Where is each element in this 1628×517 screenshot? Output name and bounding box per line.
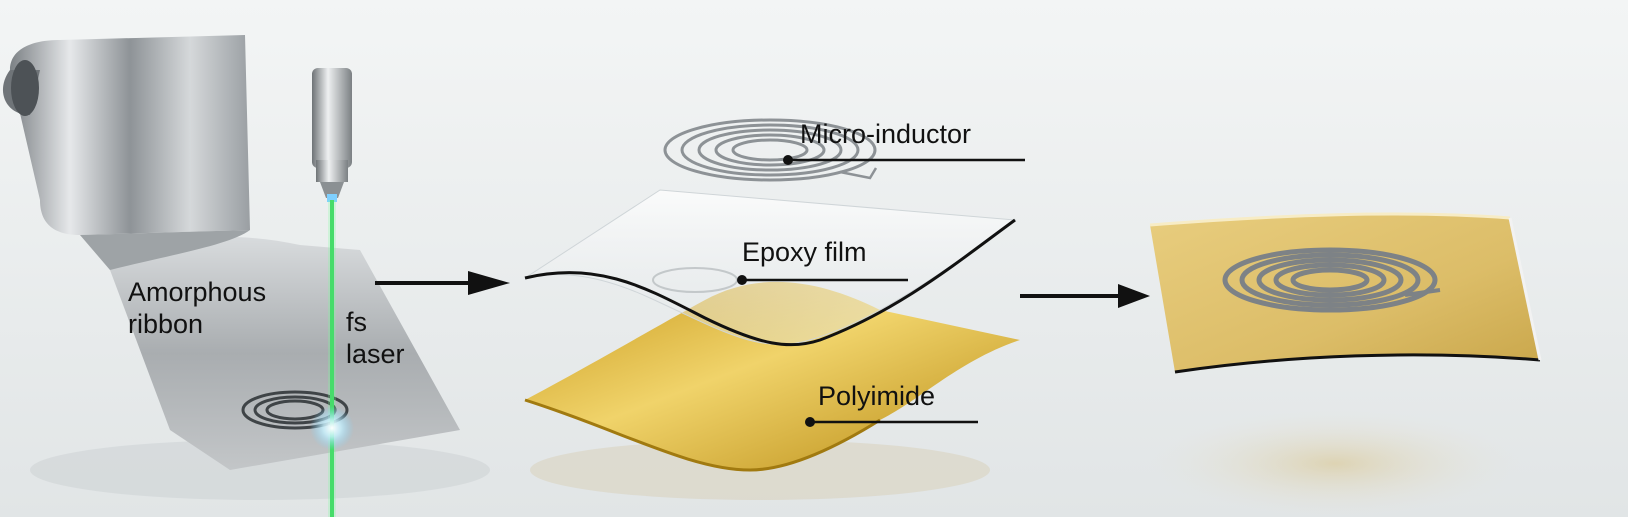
device-coil xyxy=(1222,247,1441,313)
label-epoxy-film: Epoxy film xyxy=(742,237,867,267)
label-fs-laser: fs laser xyxy=(346,307,405,370)
leader-epoxy-film xyxy=(737,275,908,285)
process-arrow-2 xyxy=(1020,284,1150,308)
micro-inductor-coil xyxy=(663,118,878,182)
amorphous-ribbon-illustration xyxy=(2,35,490,500)
laser-beam xyxy=(330,200,334,517)
label-polyimide: Polyimide xyxy=(818,381,936,411)
label-micro-inductor: Micro-inductor xyxy=(800,119,972,149)
leader-polyimide xyxy=(805,417,978,427)
label-amorphous-ribbon: Amorphous ribbon xyxy=(128,277,267,340)
process-arrow-1 xyxy=(375,271,510,295)
polyimide-layer xyxy=(524,281,1020,472)
laser-head xyxy=(312,68,352,202)
leader-micro-inductor xyxy=(783,155,1025,165)
laser-spark xyxy=(310,406,354,450)
final-device xyxy=(1149,212,1542,517)
